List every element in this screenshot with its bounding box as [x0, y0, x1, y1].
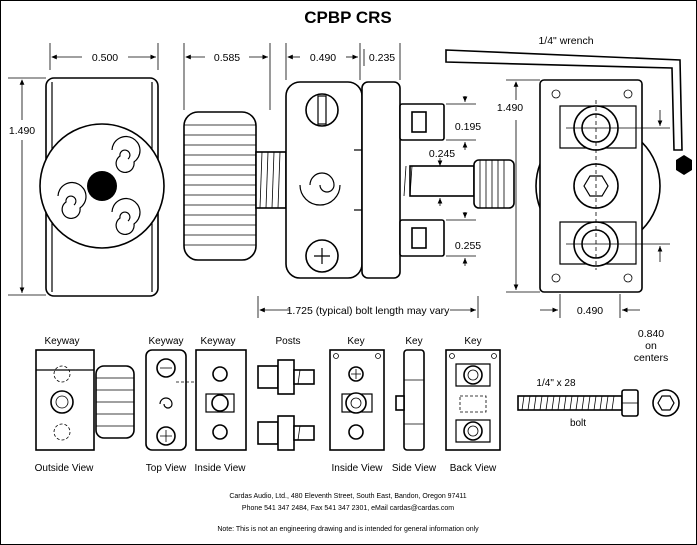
key-inside-view: Key Inside View — [329, 336, 385, 474]
svg-text:Keyway: Keyway — [44, 336, 79, 347]
dim-lower-tab: 0.255 — [446, 212, 481, 266]
bolt-view: 1/4" x 28 bolt — [517, 378, 680, 429]
svg-text:Key: Key — [347, 336, 364, 347]
svg-text:0.235: 0.235 — [369, 52, 395, 64]
dim-tab-width: 0.235 — [363, 43, 401, 80]
svg-text:Side View: Side View — [392, 463, 437, 474]
svg-text:Keyway: Keyway — [200, 336, 235, 347]
footer-note: Note: This is not an engineering drawing… — [217, 526, 479, 533]
dim-upper-tab: 0.195 — [446, 96, 481, 150]
svg-text:Posts: Posts — [275, 336, 300, 347]
hex-wrench: 1/4" wrench — [445, 35, 692, 175]
dim-post-gap: 0.245 — [429, 148, 455, 206]
dim-height-left: 1.490 — [8, 77, 46, 296]
svg-text:0.585: 0.585 — [214, 52, 240, 64]
key-back-view: Key Back View — [445, 336, 501, 474]
svg-text:Keyway: Keyway — [148, 336, 183, 347]
svg-text:Top View: Top View — [146, 463, 187, 474]
keyway-outside-view: Keyway Outside View — [35, 336, 135, 474]
svg-text:0.500: 0.500 — [92, 52, 118, 64]
center-post — [409, 165, 475, 197]
back-view-connector — [535, 79, 670, 293]
svg-text:0.490: 0.490 — [310, 52, 336, 64]
page-title: CPBP CRS — [304, 8, 392, 27]
keyway-inside-view: Keyway Inside View — [195, 336, 247, 474]
svg-text:1.490: 1.490 — [497, 102, 523, 114]
dim-knob-length: 0.585 — [183, 43, 271, 110]
keyway-top-view: Keyway Top View — [145, 336, 196, 474]
svg-text:Outside View: Outside View — [35, 463, 95, 474]
dim-height-right: 1.490 — [497, 79, 540, 293]
svg-text:0.245: 0.245 — [429, 148, 455, 160]
svg-text:bolt: bolt — [570, 418, 586, 429]
dim-centers: 0.840 on centers — [634, 328, 668, 364]
dim-body-width: 0.500 — [49, 43, 159, 70]
front-view-connector — [39, 77, 165, 297]
svg-text:1.725 (typical) bolt length ma: 1.725 (typical) bolt length may vary — [287, 305, 451, 317]
svg-text:Inside View: Inside View — [332, 463, 384, 474]
key-side-view: Key Side View — [392, 336, 437, 474]
svg-text:on: on — [645, 340, 657, 352]
dim-bolt-length: 1.725 (typical) bolt length may vary — [257, 296, 479, 318]
svg-text:1/4" wrench: 1/4" wrench — [538, 35, 593, 47]
svg-text:0.490: 0.490 — [577, 305, 603, 317]
nautilus-logo-1 — [111, 135, 141, 173]
svg-text:Inside View: Inside View — [195, 463, 247, 474]
svg-text:0.840: 0.840 — [638, 328, 664, 340]
dim-block-width: 0.490 — [285, 43, 361, 80]
nautilus-logo-3 — [111, 197, 141, 235]
svg-text:1/4" x 28: 1/4" x 28 — [536, 378, 576, 389]
nautilus-logo-side — [299, 184, 341, 206]
svg-text:0.195: 0.195 — [455, 121, 481, 133]
svg-text:centers: centers — [634, 352, 668, 364]
svg-text:0.255: 0.255 — [455, 240, 481, 252]
posts-view: Posts — [257, 336, 315, 451]
knurled-knob — [183, 111, 257, 261]
svg-text:Back View: Back View — [450, 463, 497, 474]
svg-text:1.490: 1.490 — [9, 125, 35, 137]
dim-back-width: 0.490 — [540, 294, 640, 318]
footer-address: Cardas Audio, Ltd., 480 Eleventh Street,… — [229, 493, 466, 500]
svg-text:Key: Key — [405, 336, 422, 347]
svg-text:Key: Key — [464, 336, 481, 347]
footer-contact: Phone 541 347 2484, Fax 541 347 2301, eM… — [242, 505, 454, 512]
side-view-assembly — [183, 81, 515, 279]
nautilus-logo-2 — [57, 181, 87, 219]
